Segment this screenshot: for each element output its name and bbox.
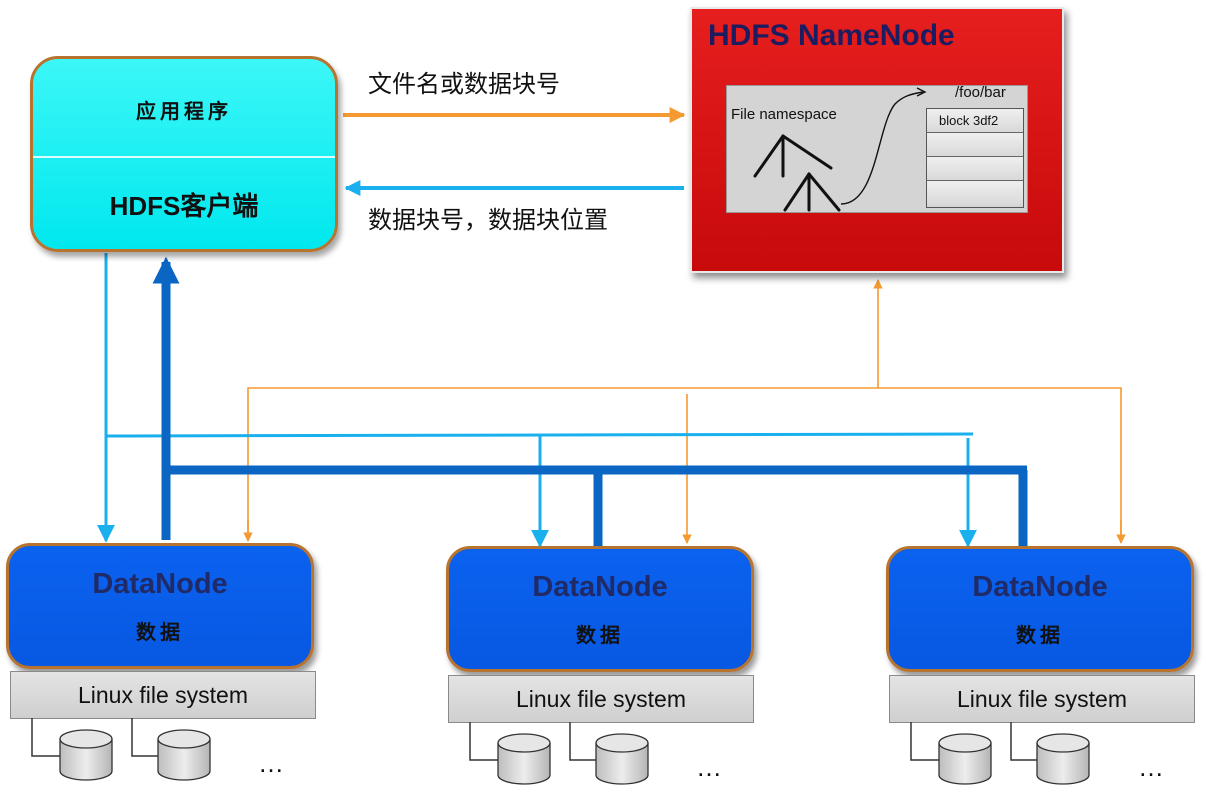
datanode-title: DataNode [92, 568, 228, 600]
application-label: 应用程序 [136, 98, 232, 123]
more-disks-3: … [1138, 752, 1166, 782]
block-item: block 3df2 [927, 109, 1023, 133]
disk-icon [157, 729, 211, 781]
datanode-subtitle: 数据 [136, 620, 184, 644]
disk-icon [59, 729, 113, 781]
linux-fs-3: Linux file system [889, 675, 1195, 723]
block-item [927, 157, 1023, 181]
client-write-bus [97, 253, 977, 548]
disk-icon [497, 733, 551, 785]
datanode-1: DataNode 数据 [6, 543, 314, 669]
client-box: 应用程序 HDFS客户端 [30, 56, 338, 252]
datanode-title: DataNode [532, 571, 668, 603]
disk-icon [595, 733, 649, 785]
datanode-3: DataNode 数据 [886, 546, 1194, 672]
namenode-title: HDFS NameNode [708, 19, 955, 52]
datanode-title: DataNode [972, 571, 1108, 603]
namespace-path: /foo/bar [955, 84, 1006, 101]
namenode-box: HDFS NameNode File namespace /foo/bar bl… [690, 7, 1064, 273]
namespace-panel: File namespace /foo/bar block 3df2 [726, 84, 1028, 213]
disk-icon [938, 733, 992, 785]
disk-group-2 [469, 722, 596, 761]
disk-layer [31, 718, 1090, 785]
linux-fs-2: Linux file system [448, 675, 754, 723]
datanode-subtitle: 数据 [1016, 623, 1064, 647]
linux-fs-1: Linux file system [10, 671, 316, 719]
response-message: 数据块号，数据块位置 [368, 206, 608, 234]
datanode-2: DataNode 数据 [446, 546, 754, 672]
disk-icon [1036, 733, 1090, 785]
block-list: block 3df2 [926, 108, 1024, 208]
more-disks-2: … [696, 752, 724, 782]
disk-group-1 [31, 718, 158, 757]
disk-group-3 [910, 722, 1037, 761]
request-message: 文件名或数据块号 [368, 70, 560, 98]
datanode-subtitle: 数据 [576, 623, 624, 647]
hdfs-client-label: HDFS客户端 [109, 190, 259, 221]
namespace-label: File namespace [731, 106, 837, 123]
block-item [927, 133, 1023, 157]
block-item [927, 181, 1023, 205]
namespace-tree-icon [753, 87, 927, 212]
client-divider [33, 156, 335, 158]
datanode-read-bus [152, 256, 1028, 546]
namenode-datanode-bus [243, 279, 1126, 544]
more-disks-1: … [258, 748, 286, 778]
